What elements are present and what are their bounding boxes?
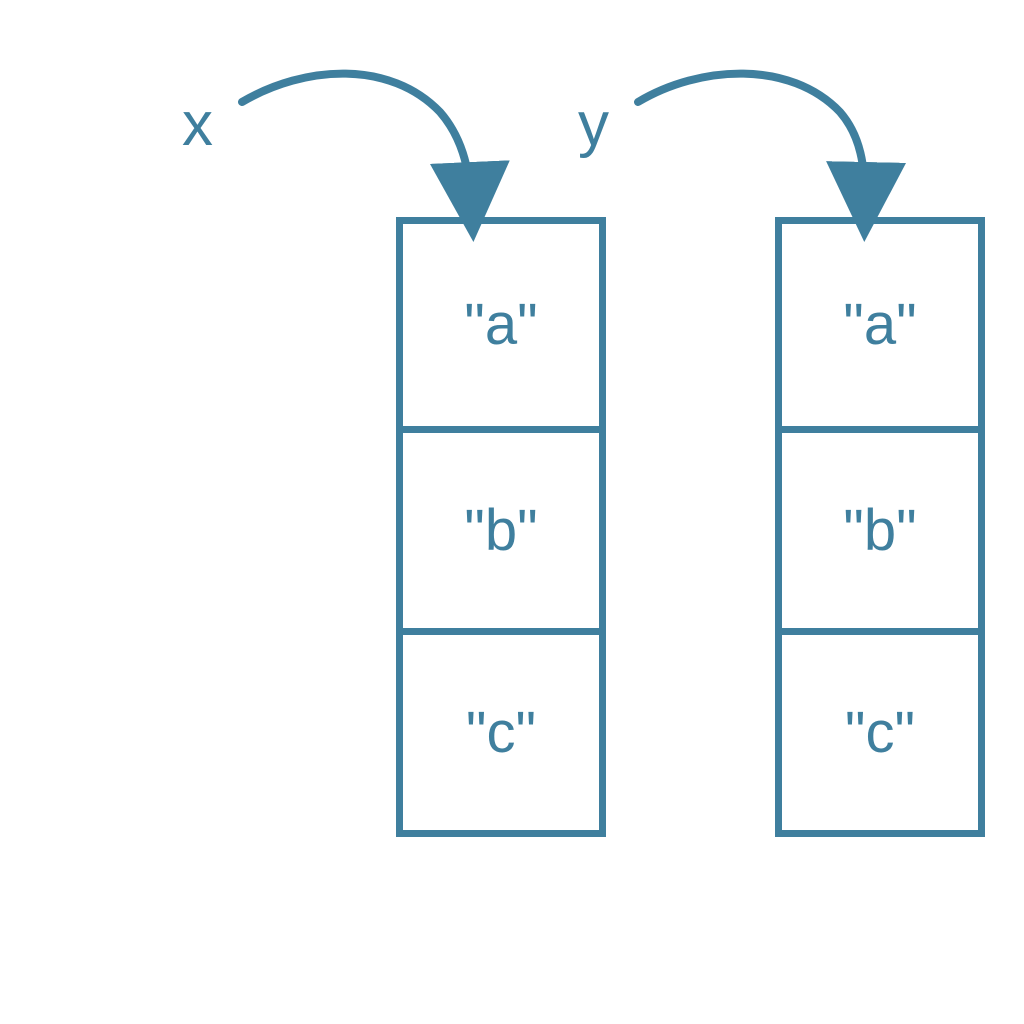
left-list-box: "a" "b" "c" — [396, 217, 606, 837]
variable-label-x: x — [182, 90, 213, 159]
left-list-cell-b: "b" — [403, 426, 599, 628]
arrow-x-to-left-list-icon — [238, 69, 510, 242]
left-list-cell-a: "a" — [464, 292, 538, 357]
left-list-cell-c: "c" — [403, 628, 599, 830]
right-list-cell-b: "b" — [782, 426, 978, 628]
variable-label-y: y — [578, 90, 609, 159]
arrow-y-to-right-list-icon — [634, 69, 907, 242]
right-list-box: "a" "b" "c" — [775, 217, 985, 837]
right-list-cell-c: "c" — [782, 628, 978, 830]
right-list-cell-a: "a" — [843, 292, 917, 357]
